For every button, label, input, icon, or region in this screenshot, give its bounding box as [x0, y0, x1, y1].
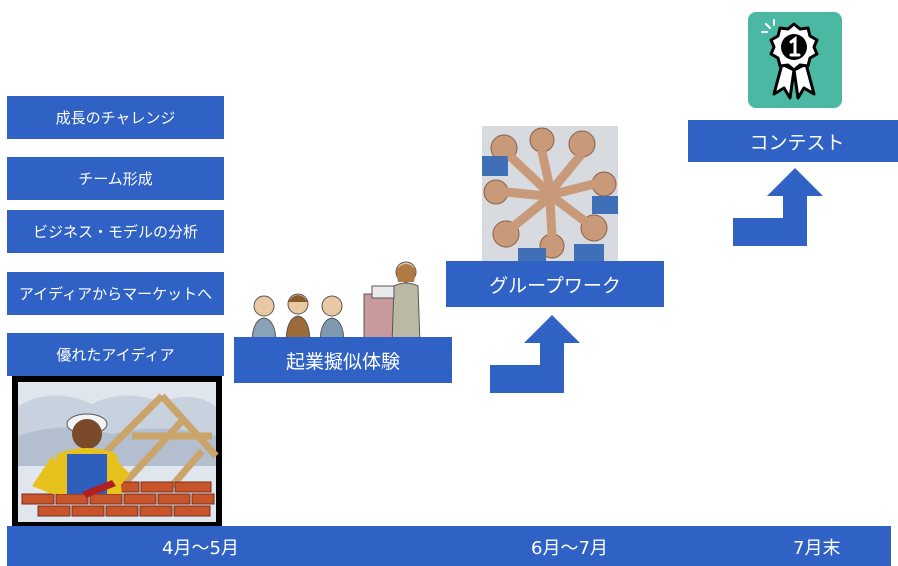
timeline-label-end-jul: 7月末 [793, 538, 841, 559]
timeline-label-apr-may: 4月～5月 [162, 538, 239, 559]
stage-box-contest: コンテスト [688, 120, 898, 162]
timeline-label-jun-jul: 6月～7月 [531, 538, 608, 559]
stage-box-pseudo-startup: 起業擬似体験 [234, 337, 452, 383]
timeline-bar: 4月～5月 6月～7月 7月末 [7, 526, 891, 566]
people-presentation-image [246, 258, 421, 345]
team-hands-photo [482, 126, 618, 261]
phase-box-great-idea: 優れたアイディア [7, 333, 224, 376]
phase-box-team-formation: チーム形成 [7, 157, 224, 200]
phase-box-idea-to-market: アイディアからマーケットへ [7, 272, 224, 315]
phase-box-business-model-analysis: ビジネス・モデルの分析 [7, 210, 224, 253]
phase-box-growth-challenge: 成長のチャレンジ [7, 96, 224, 139]
stage-box-group-work: グループワーク [446, 261, 664, 307]
construction-worker-image [12, 376, 222, 528]
award-ribbon-icon [748, 12, 842, 108]
step-arrow-icon [490, 315, 580, 393]
step-arrow-icon [733, 168, 823, 246]
